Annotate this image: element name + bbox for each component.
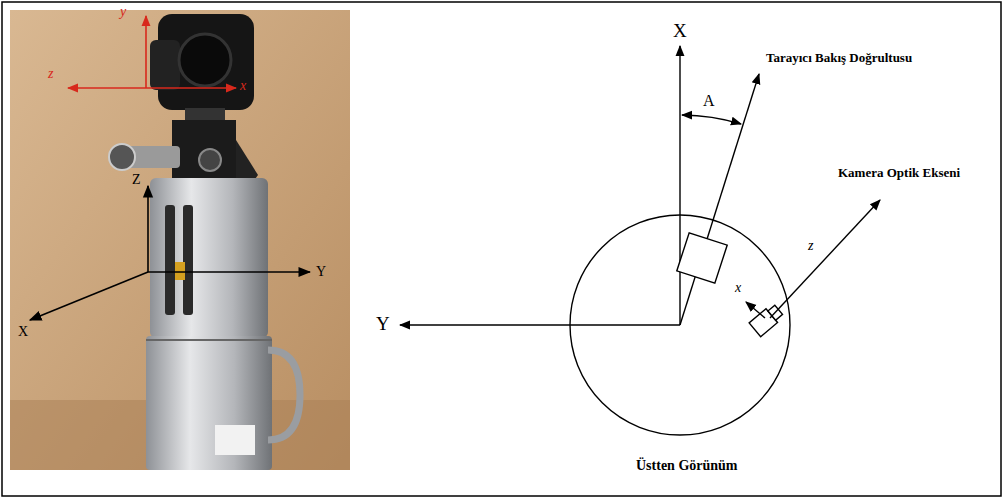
axis-letter: x [735, 280, 741, 296]
axis-letter: Z [132, 172, 141, 188]
direction-label: Kamera Optik Ekseni [838, 166, 960, 181]
axis-letter: y [120, 4, 126, 20]
axis-letter: Y [376, 313, 390, 335]
view-caption: Üstten Görünüm [636, 458, 738, 474]
scanner-photo [10, 10, 350, 470]
direction-label: Tarayıcı Bakış Doğrultusu [766, 51, 912, 66]
top-view-drawing [400, 46, 880, 435]
axis-letter: X [18, 324, 28, 340]
axis-letter: Y [316, 264, 326, 280]
axis-letter: X [673, 20, 687, 42]
axis-letter: x [240, 78, 246, 94]
axis-letter: z [48, 66, 53, 82]
axis-letter: z [808, 238, 813, 254]
angle-label: A [703, 92, 715, 110]
